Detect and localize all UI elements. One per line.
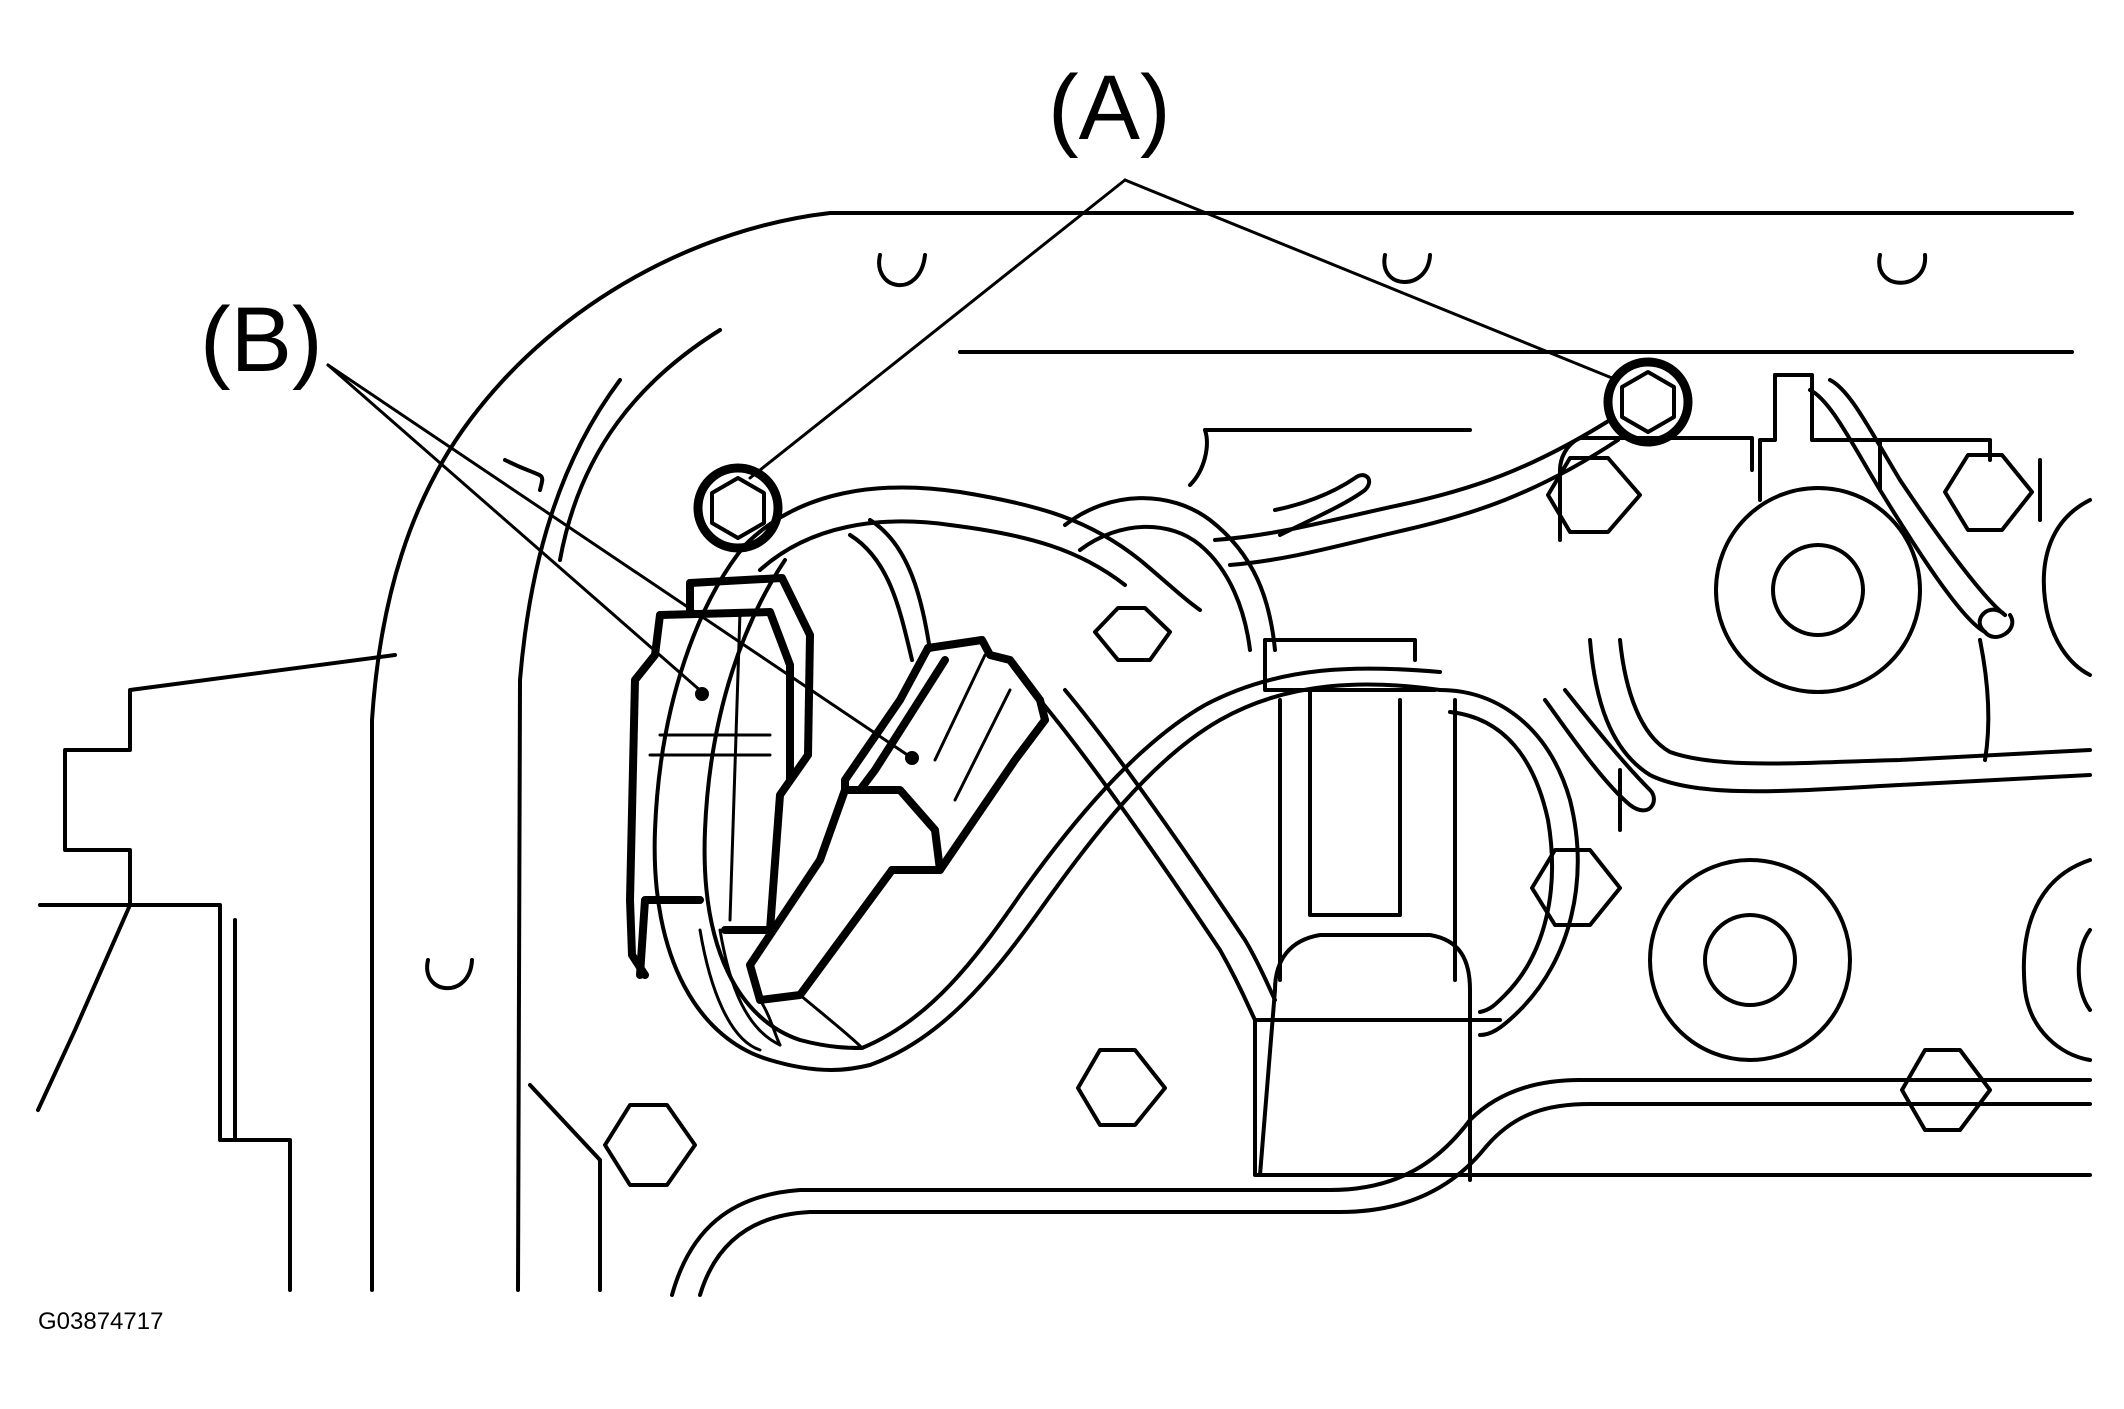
left-bracket [36, 653, 602, 1292]
harness-wire-top-outer [743, 485, 1202, 612]
harness-diagonal-outer [1038, 698, 1257, 1022]
right-plates [1188, 373, 2042, 832]
pan-lip-inner [698, 1102, 2092, 1297]
leader-b-lower [326, 363, 914, 760]
harness-wire-top-inner [758, 519, 1127, 587]
housing-inner-curve [516, 350, 2074, 1292]
leader-b-upper [326, 363, 704, 694]
harness-wire-upper-mid-a [848, 533, 914, 662]
connector-b-left-dot [695, 687, 709, 701]
harness-wire-to-right-bolt-2 [1228, 438, 1620, 567]
connector-b-right [746, 636, 1049, 1004]
harness-wire-upper-mid-b [868, 518, 932, 652]
callout-label-b: (B) [200, 289, 323, 391]
round-bosses [1648, 486, 2092, 1062]
sensor-bracket [1258, 638, 1472, 1182]
bolt-a-right [1603, 357, 1693, 447]
harness-upper-right-outer [1588, 638, 2092, 794]
harness-curve-right-inner [860, 666, 1442, 1050]
harness-loop-right-inner [1448, 710, 1555, 1014]
connector-b-right-detail [758, 653, 1012, 1050]
harness-loop-left-outer [652, 543, 872, 1072]
harness-loop-right-outer [1438, 688, 1580, 1037]
leader-a-right [1123, 178, 1614, 380]
callout-label-a: (A) [1048, 57, 1171, 159]
harness-wire-to-right-bolt [1213, 418, 1612, 542]
harness-curve-right-outer [868, 682, 1442, 1067]
bolt-a-left [693, 463, 783, 553]
harness-arch-outer [1063, 496, 1277, 652]
housing-outline [370, 211, 2092, 1297]
harness-diagonal-inner [1063, 688, 1277, 1002]
hex-bolts [603, 453, 2034, 1187]
figure-id: G03874717 [38, 1308, 164, 1335]
housing-inner-curve-2 [558, 328, 722, 562]
pan-lip-outer [670, 1078, 2092, 1297]
connector-b-left-detail [648, 610, 782, 1052]
slot-marks [425, 253, 1928, 991]
wire-harness [652, 378, 2092, 1072]
harness-upper-right-inner [1618, 638, 2092, 766]
harness-arch-inner [1078, 524, 1252, 652]
pan-lip-lower [1253, 1018, 2092, 1177]
callout-leaders [326, 178, 1614, 760]
housing-outer-curve [370, 211, 2074, 1292]
harness-sensor-right [1828, 378, 2007, 617]
leader-a-left [748, 178, 1127, 480]
connector-b-right-dot [905, 751, 919, 765]
